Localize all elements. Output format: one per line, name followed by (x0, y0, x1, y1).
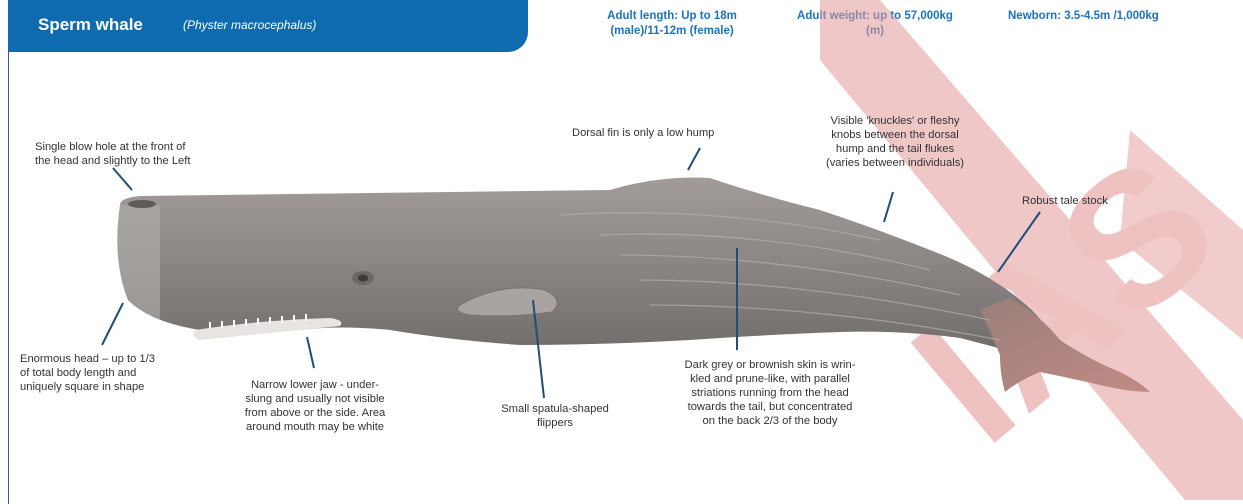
blowhole (128, 200, 156, 208)
pointer-knuckles (884, 192, 893, 222)
label-skin: Dark grey or brownish skin is wrin-kled … (650, 358, 890, 428)
pointer-jaw (307, 337, 314, 368)
pointer-blowhole (113, 168, 132, 190)
label-dorsal-fin: Dorsal fin is only a low hump (572, 126, 714, 140)
pointer-head (102, 303, 123, 345)
label-lower-jaw: Narrow lower jaw - under-slung and usual… (225, 378, 405, 434)
pointer-dorsal (688, 148, 700, 170)
label-tail-stock: Robust tale stock (1022, 194, 1108, 208)
